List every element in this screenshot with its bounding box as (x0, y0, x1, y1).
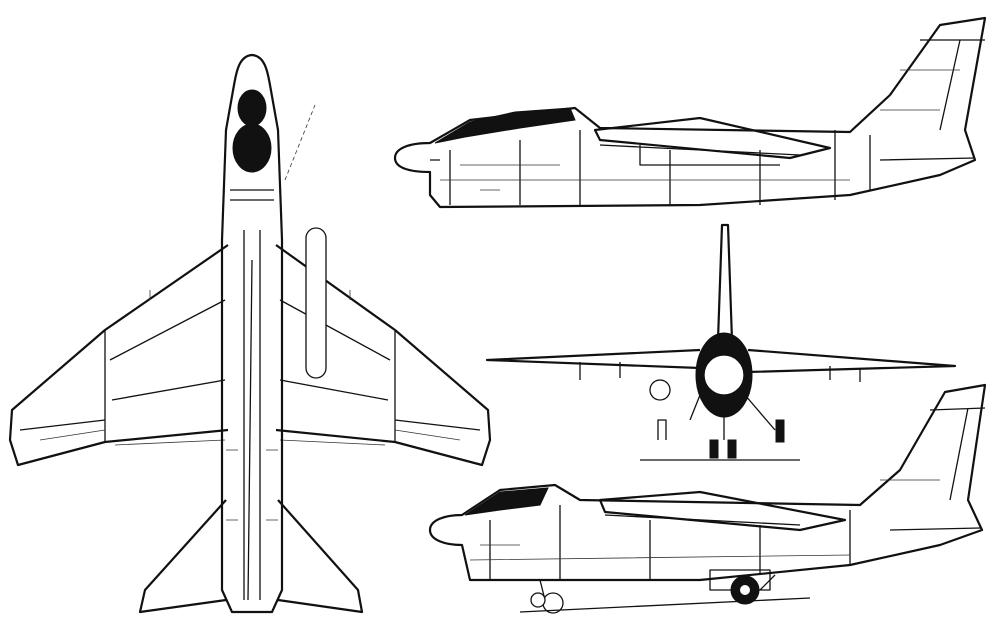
front-intake (703, 354, 745, 396)
plan-fuselage (220, 53, 284, 614)
side-view (393, 16, 987, 209)
side-fuselage (393, 16, 987, 209)
plan-drop-tank (305, 227, 327, 379)
plan-left-stabilizer (138, 499, 227, 614)
plan-canopy (232, 123, 272, 173)
side-view-gear-down (428, 383, 987, 614)
plan-right-stabilizer (277, 499, 364, 614)
gear-side-fuselage (428, 383, 987, 582)
front-fin (716, 223, 734, 341)
side-wing (593, 116, 832, 160)
front-wings (485, 348, 957, 374)
front-view (485, 223, 957, 461)
side-canopy (434, 107, 576, 144)
plan-view (8, 53, 492, 614)
gear-side-canopy (464, 487, 549, 516)
